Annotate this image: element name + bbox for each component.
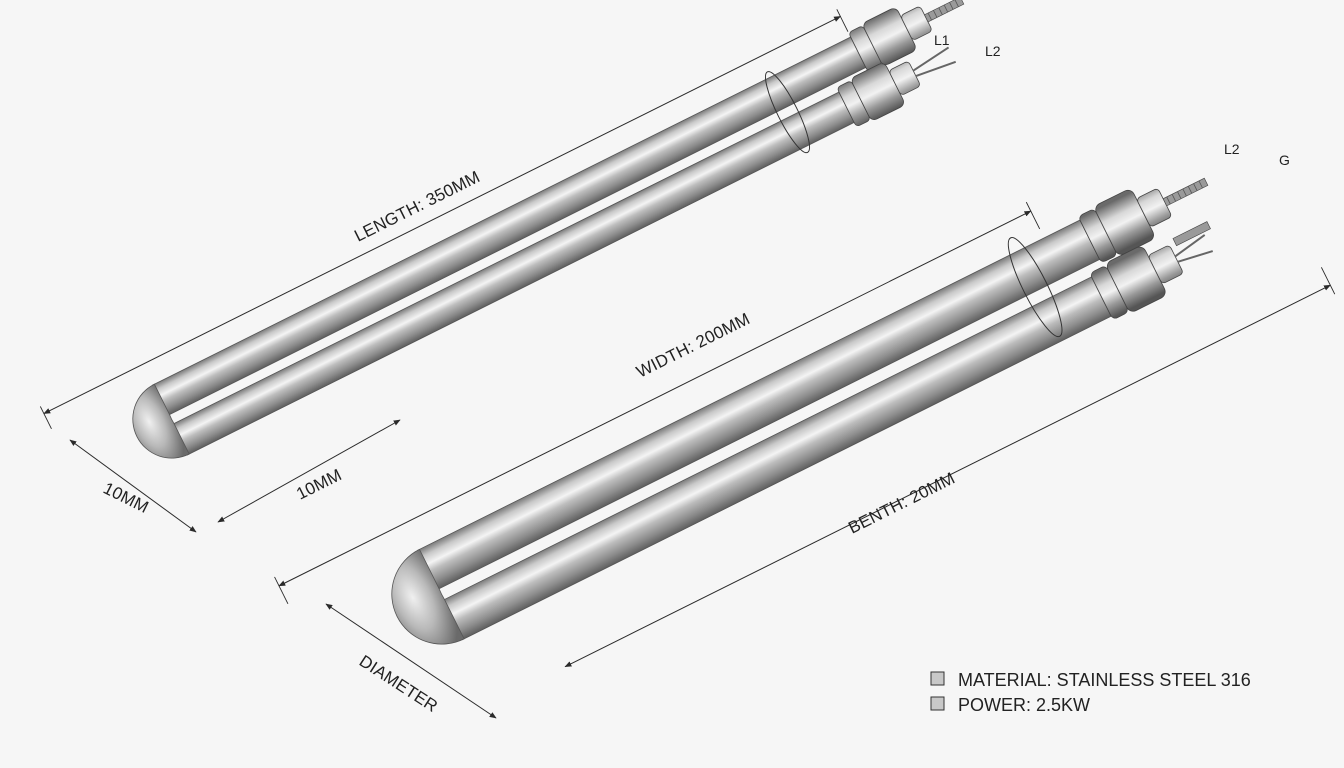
tube-width-left-label: 10MM <box>100 479 151 517</box>
heater-1-fitting-b <box>837 46 957 126</box>
legend: MATERIAL: STAINLESS STEEL 316 POWER: 2.5… <box>930 670 1251 715</box>
heater-2 <box>274 177 1336 668</box>
width-label: WIDTH: 200MM <box>633 309 753 381</box>
heater-2-fitting-a <box>1079 177 1209 262</box>
bend-label: BENTH: 20MM <box>845 469 958 538</box>
heater-1-fitting-a <box>849 0 965 72</box>
heater-2-tube-upper <box>442 276 1112 641</box>
diameter-label: DIAMETER <box>356 651 441 716</box>
legend-power: POWER: 2.5KW <box>958 695 1090 715</box>
legend-swatch-power <box>930 696 945 711</box>
terminal-h1-l2: L2 <box>985 43 1001 59</box>
legend-swatch-material <box>930 671 945 686</box>
terminal-h2-l2: L2 <box>1224 141 1240 157</box>
tube-width-right-label: 10MM <box>293 465 344 503</box>
terminal-h2-g: G <box>1279 152 1290 168</box>
terminal-h1-l1: L1 <box>934 32 950 48</box>
legend-material: MATERIAL: STAINLESS STEEL 316 <box>958 670 1251 690</box>
heater-1-tube-lower <box>152 36 867 417</box>
